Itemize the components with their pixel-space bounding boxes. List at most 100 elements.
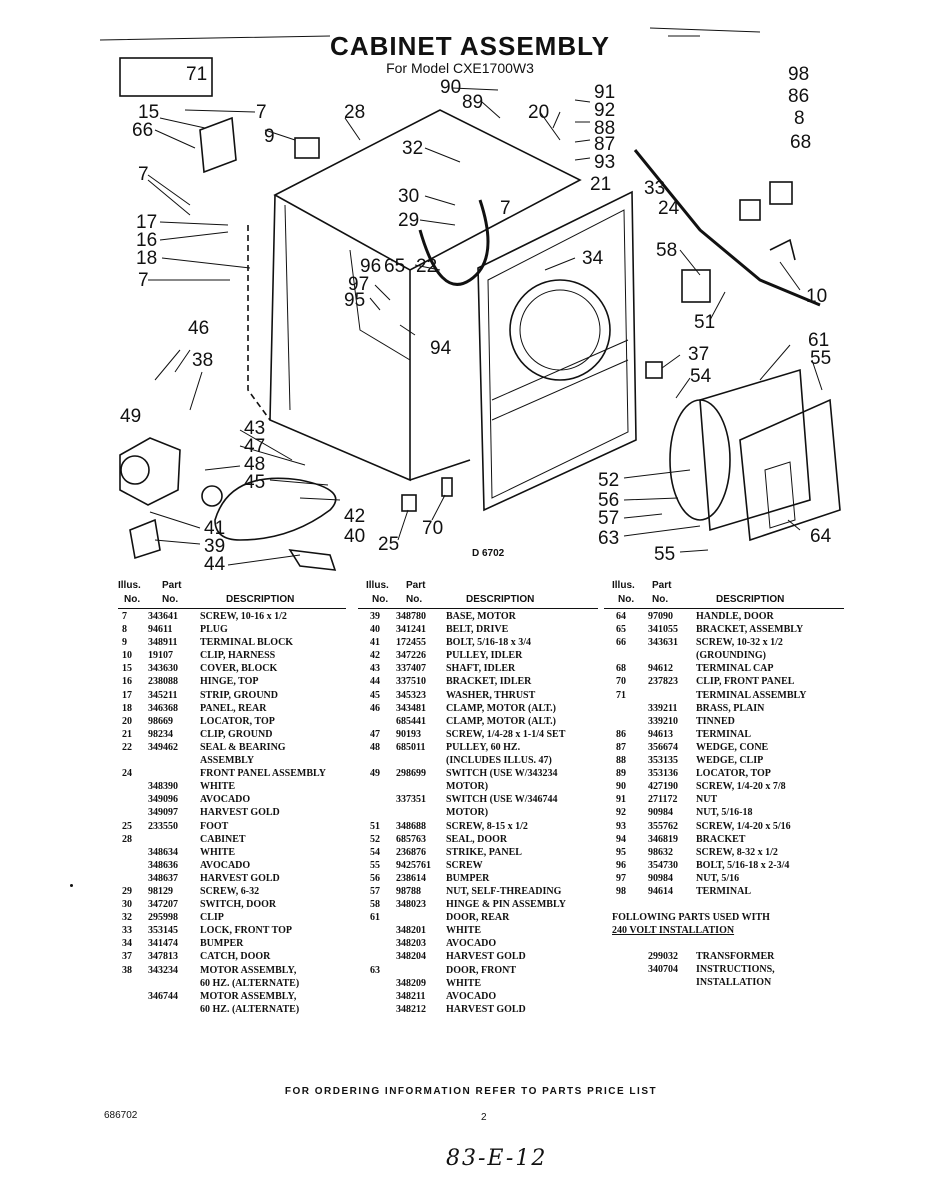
illus-number: 68 — [616, 663, 626, 675]
part-number: 348211 — [396, 990, 426, 1002]
illus-number: 48 — [370, 741, 380, 753]
part-description: WHITE — [446, 977, 482, 989]
illus-number: 46 — [370, 702, 380, 714]
illus-number: 93 — [616, 820, 626, 832]
exploded-diagram-drawing: 71 15 66 7 9 28 90 89 91 92 20 88 87 93 … — [99, 27, 841, 575]
part-description: HARVEST GOLD — [446, 1003, 526, 1015]
page-title: CABINET ASSEMBLY — [330, 31, 610, 61]
part-description: SWITCH (USE W/346744 — [446, 794, 558, 806]
parts-list-header: Illus. Part No. No. DESCRIPTION — [118, 580, 350, 610]
part-description: HARVEST GOLD — [200, 872, 280, 884]
illus-number: 71 — [616, 689, 626, 701]
part-number: 19107 — [148, 650, 173, 662]
part-description: DOOR, REAR — [446, 912, 510, 924]
callout-label: 41 — [204, 518, 225, 539]
illus-number: 16 — [122, 676, 132, 688]
parts-list-header: Illus. Part No. No. DESCRIPTION — [358, 580, 600, 610]
table-row: INSTALLATION — [612, 976, 848, 989]
part-number: 348212 — [396, 1003, 426, 1015]
part-description: (INCLUDES ILLUS. 47) — [446, 755, 552, 767]
illus-number: 92 — [616, 807, 626, 819]
part-description: SCREW, 10-32 x 1/2 — [696, 637, 783, 649]
part-number: 337510 — [396, 676, 426, 688]
part-number: 685011 — [396, 741, 426, 753]
volt-note: FOLLOWING PARTS USED WITH 240 VOLT INSTA… — [612, 912, 848, 989]
part-description: AVOCADO — [446, 938, 497, 950]
callout-label: 58 — [656, 240, 677, 261]
margin-dot — [70, 884, 73, 887]
part-description: BUMPER — [446, 872, 490, 884]
description-header: DESCRIPTION — [716, 594, 785, 605]
part-description: (GROUNDING) — [696, 650, 766, 662]
callout-label: 7 — [256, 102, 267, 123]
callout-label: 7 — [500, 198, 511, 219]
part-description: INSTRUCTIONS, — [696, 964, 775, 976]
illus-number: 33 — [122, 925, 132, 937]
part-number: 98632 — [648, 846, 673, 858]
callout-label: 39 — [204, 536, 225, 557]
callout-label: 30 — [398, 186, 419, 207]
part-number: 298699 — [396, 768, 426, 780]
part-description: LOCATOR, TOP — [200, 715, 275, 727]
part-number: 340704 — [648, 964, 678, 976]
part-number: 299032 — [648, 951, 678, 963]
callout-label: 98 — [788, 64, 809, 85]
part-number: 346368 — [148, 702, 178, 714]
exploded-diagram: 71 15 66 7 9 28 90 89 91 92 20 88 87 93 … — [0, 0, 942, 580]
part-number: 348390 — [148, 781, 178, 793]
part-description: NUT, 5/16-18 — [696, 807, 753, 819]
part-description: FOOT — [200, 820, 229, 832]
part-number: 94611 — [148, 624, 173, 636]
callout-label: 46 — [188, 318, 209, 339]
callout-label: 68 — [790, 132, 811, 153]
illus-number: 20 — [122, 715, 132, 727]
illus-number: 96 — [616, 859, 626, 871]
illus-number: 38 — [122, 964, 132, 976]
page-subtitle: For Model CXE1700W3 — [386, 60, 534, 76]
illus-number: 17 — [122, 689, 132, 701]
callout-label: 54 — [690, 366, 712, 387]
part-description: HANDLE, DOOR — [696, 611, 774, 622]
part-description: LOCATOR, TOP — [696, 768, 771, 780]
part-number: 97090 — [648, 611, 673, 622]
part-description: MOTOR) — [446, 807, 489, 819]
part-header: Part — [162, 580, 182, 591]
part-description: TINNED — [696, 715, 735, 727]
callout-label: 42 — [344, 506, 365, 527]
part-number: 347207 — [148, 899, 178, 911]
illus-number: 97 — [616, 872, 626, 884]
part-number: 98669 — [148, 715, 173, 727]
illus-number: 87 — [616, 741, 626, 753]
illus-no-header: No. — [124, 594, 141, 605]
callout-label: 49 — [120, 406, 141, 427]
illus-header: Illus. — [118, 580, 141, 591]
callout-label: 22 — [416, 256, 437, 277]
table-row: 20 98669 LOCATOR, TOP — [118, 715, 350, 728]
callout-label: 87 — [594, 134, 615, 155]
